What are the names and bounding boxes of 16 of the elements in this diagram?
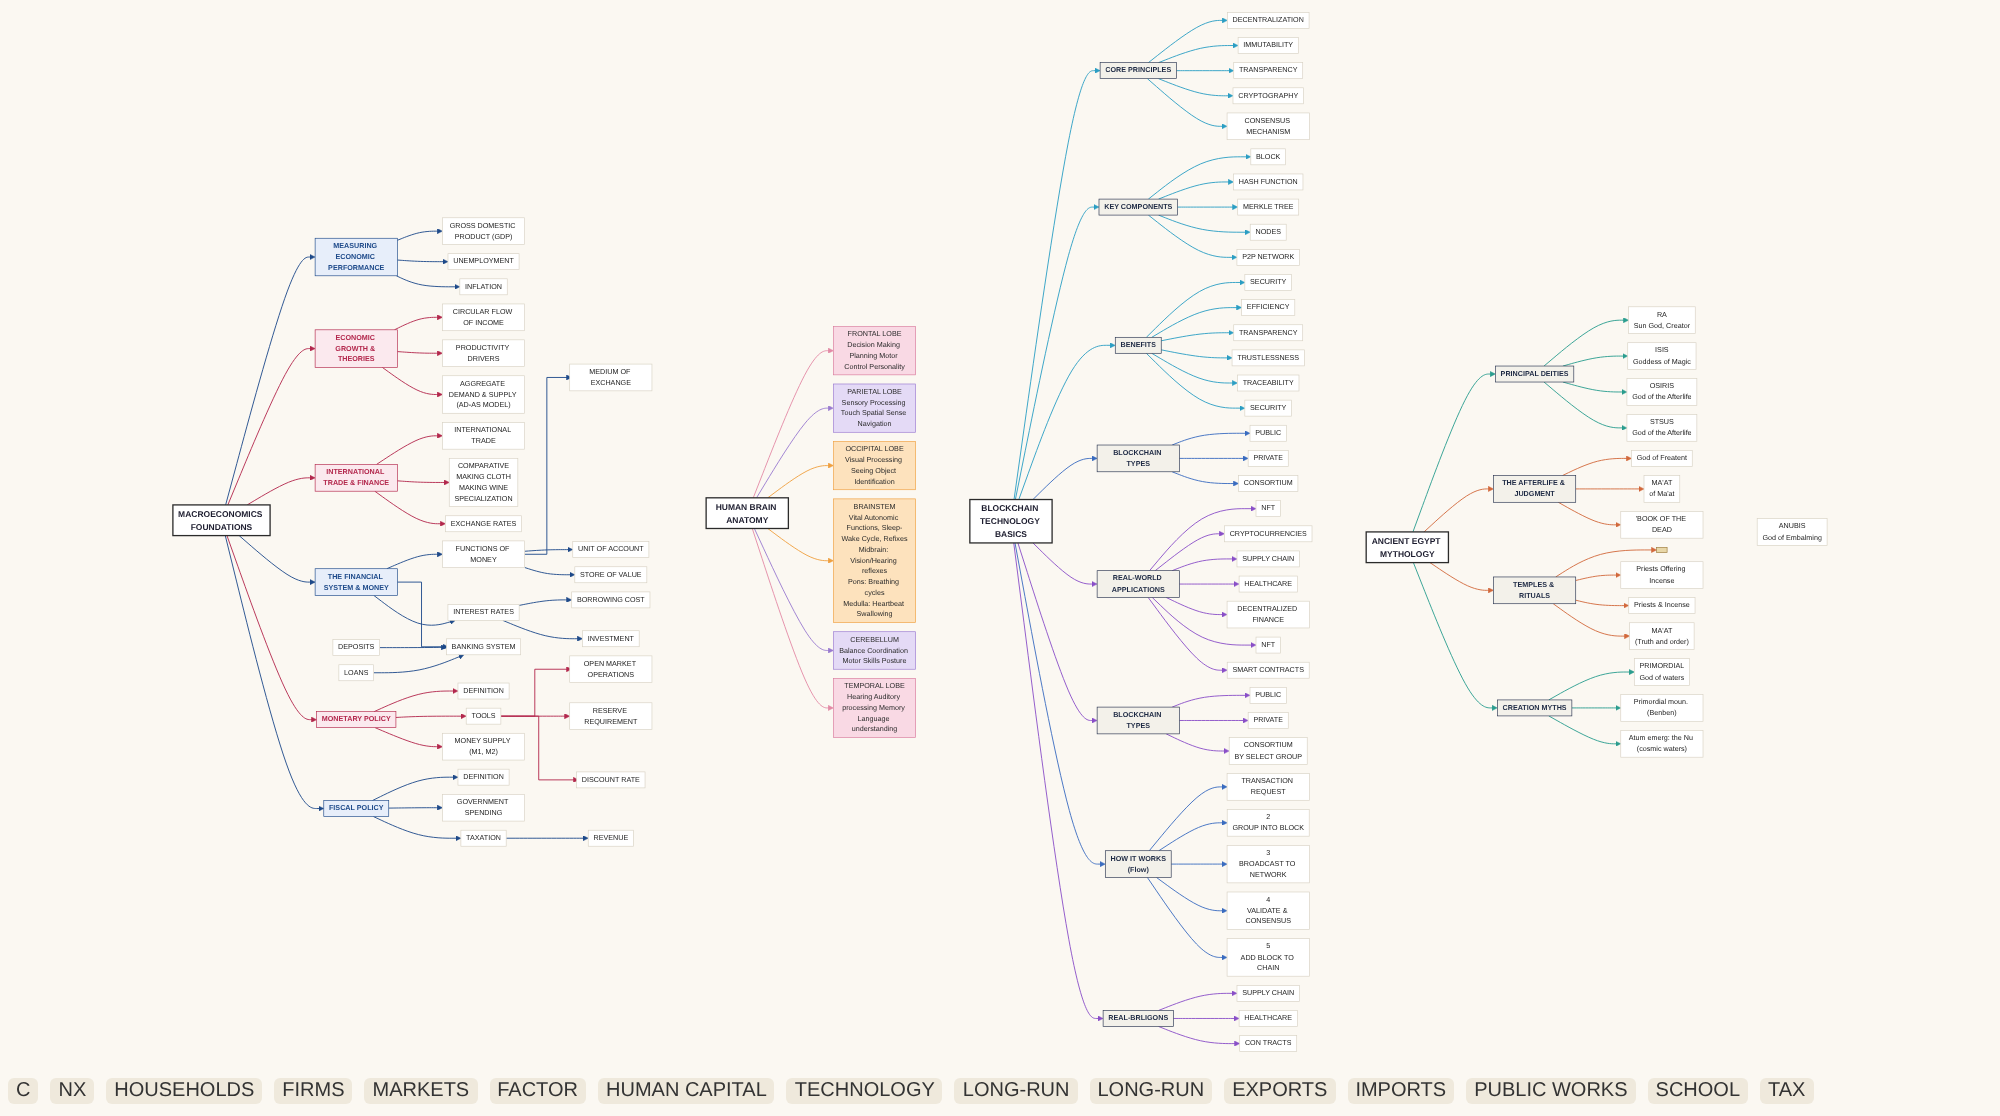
icon-label: IMPORTS [1347, 1077, 1455, 1103]
icon-label: C [8, 1077, 39, 1103]
icon-label: FIRMS [274, 1077, 353, 1103]
icon-label: FACTOR [489, 1077, 586, 1103]
icon-label: TAX [1760, 1077, 1814, 1103]
node-box [1656, 547, 1668, 553]
icon-label: LONG-RUN [954, 1077, 1078, 1103]
icon-label: HOUSEHOLDS [106, 1077, 263, 1103]
icon-label: EXPORTS [1224, 1077, 1336, 1103]
icon-label: SCHOOL [1647, 1077, 1749, 1103]
icon-label: LONG-RUN [1089, 1077, 1213, 1103]
icon-label: MARKETS [364, 1077, 478, 1103]
icon-label: HUMAN CAPITAL [598, 1077, 775, 1103]
icon-label: TECHNOLOGY [786, 1077, 943, 1103]
icon-label: NX [50, 1077, 95, 1103]
icon-label: PUBLIC WORKS [1466, 1077, 1636, 1103]
